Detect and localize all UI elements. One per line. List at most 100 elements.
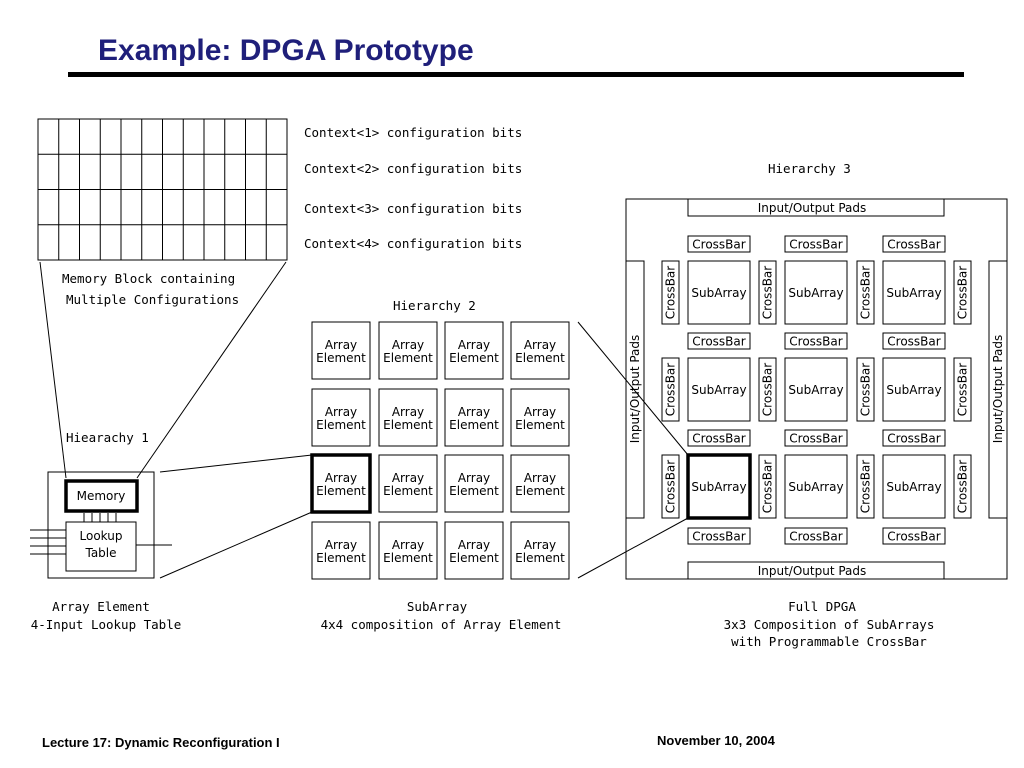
crossbar-vertical-label: CrossBar	[761, 363, 775, 416]
array-element-label-line1: Array	[392, 471, 424, 485]
subarray-box	[882, 454, 946, 519]
subarray-zoom-lines	[577, 321, 689, 579]
array-element-label-line1: Array	[325, 471, 357, 485]
crossbar-label: CrossBar	[887, 335, 940, 349]
context-2-label: Context<2> configuration bits	[304, 161, 522, 176]
crossbar-vertical	[953, 454, 972, 519]
array-element-box	[310, 453, 372, 514]
array-element-label-line2: Element	[515, 418, 565, 432]
crossbar-horizontal	[784, 429, 848, 447]
crossbar-label: CrossBar	[887, 530, 940, 544]
array-element-label-line1: Array	[458, 538, 490, 552]
array-element-label-line1: Array	[458, 338, 490, 352]
array-element-label-line1: Array	[524, 405, 556, 419]
crossbar-vertical-label: CrossBar	[664, 266, 678, 319]
array-element-outline	[47, 471, 155, 579]
io-pads-left	[625, 260, 645, 519]
crossbar-vertical-label: CrossBar	[859, 363, 873, 416]
io-pads-top-label: Input/Output Pads	[758, 201, 867, 215]
memory-to-lut-wires	[83, 513, 117, 522]
array-element-label-line2: Element	[515, 484, 565, 498]
caption-full-dpga-line3: with Programmable CrossBar	[731, 634, 927, 649]
array-element-box	[444, 388, 504, 447]
array-element-label-line2: Element	[316, 551, 366, 565]
lut-io-wires	[30, 529, 172, 555]
array-element-label-line1: Array	[325, 538, 357, 552]
subarray-box	[882, 260, 946, 325]
array-element-zoom-lines	[159, 454, 313, 579]
memory-block-caption-line1: Memory Block containing	[62, 271, 235, 286]
array-element-label-line2: Element	[316, 484, 366, 498]
array-element-box	[378, 521, 438, 580]
array-element-box	[510, 321, 570, 380]
crossbar-vertical-label: CrossBar	[956, 363, 970, 416]
array-element-label-line2: Element	[449, 484, 499, 498]
footer-date: November 10, 2004	[657, 733, 775, 748]
context-4-label: Context<4> configuration bits	[304, 236, 522, 251]
array-element-box	[510, 454, 570, 513]
array-element-label-line1: Array	[325, 338, 357, 352]
subarray-box	[784, 357, 848, 422]
array-element-label-line2: Element	[383, 484, 433, 498]
array-element-label-line2: Element	[383, 551, 433, 565]
array-element-label-line1: Array	[458, 405, 490, 419]
array-element-label-line2: Element	[515, 351, 565, 365]
crossbar-label: CrossBar	[692, 530, 745, 544]
caption-array-element-line2: 4-Input Lookup Table	[31, 617, 182, 632]
crossbar-vertical-label: CrossBar	[761, 460, 775, 513]
subarray-box	[882, 357, 946, 422]
array-element-label-line1: Array	[392, 405, 424, 419]
array-element-box	[444, 454, 504, 513]
io-pads-right	[988, 260, 1008, 519]
crossbar-label: CrossBar	[789, 238, 842, 252]
array-element-label-line1: Array	[458, 471, 490, 485]
subarray-box	[687, 357, 751, 422]
crossbar-vertical-label: CrossBar	[956, 266, 970, 319]
crossbar-label: CrossBar	[692, 335, 745, 349]
crossbar-vertical-label: CrossBar	[859, 460, 873, 513]
crossbar-vertical	[856, 357, 875, 422]
subarray-label: SubArray	[691, 383, 746, 397]
array-element-box	[378, 454, 438, 513]
memory-zoom-lines	[39, 261, 287, 479]
crossbar-vertical	[856, 454, 875, 519]
caption-full-dpga-line2: 3x3 Composition of SubArrays	[724, 617, 935, 632]
crossbar-vertical	[661, 454, 680, 519]
subarray-label: SubArray	[788, 480, 843, 494]
crossbar-horizontal	[687, 527, 751, 545]
array-element-label-line2: Element	[316, 418, 366, 432]
array-element-box	[444, 521, 504, 580]
crossbar-horizontal	[687, 332, 751, 350]
hierarchy-1-label: Hiearachy 1	[66, 430, 149, 445]
crossbar-horizontal	[882, 332, 946, 350]
crossbar-horizontal	[784, 235, 848, 253]
array-element-label-line2: Element	[449, 351, 499, 365]
array-element-label-line1: Array	[325, 405, 357, 419]
subarray-label: SubArray	[691, 480, 746, 494]
crossbar-horizontal	[784, 332, 848, 350]
crossbar-vertical-label: CrossBar	[956, 460, 970, 513]
array-element-label-line2: Element	[449, 551, 499, 565]
crossbar-vertical	[758, 454, 777, 519]
crossbar-vertical	[758, 260, 777, 325]
crossbar-vertical	[661, 260, 680, 325]
array-element-box	[510, 388, 570, 447]
array-element-label-line2: Element	[449, 418, 499, 432]
crossbar-vertical	[661, 357, 680, 422]
lookup-table-box	[65, 521, 137, 572]
caption-full-dpga-line1: Full DPGA	[788, 599, 856, 614]
array-element-box	[378, 388, 438, 447]
io-pads-bottom	[687, 561, 945, 580]
array-element-box	[444, 321, 504, 380]
array-element-box	[510, 521, 570, 580]
crossbar-vertical-label: CrossBar	[664, 363, 678, 416]
array-element-label-line1: Array	[524, 338, 556, 352]
crossbar-vertical	[758, 357, 777, 422]
crossbar-vertical	[953, 357, 972, 422]
lookup-table-label-line1: Lookup	[80, 529, 123, 543]
crossbar-label: CrossBar	[692, 238, 745, 252]
array-element-label-line1: Array	[392, 538, 424, 552]
subarray-label: SubArray	[886, 383, 941, 397]
footer-lecture: Lecture 17: Dynamic Reconfiguration I	[42, 735, 280, 750]
